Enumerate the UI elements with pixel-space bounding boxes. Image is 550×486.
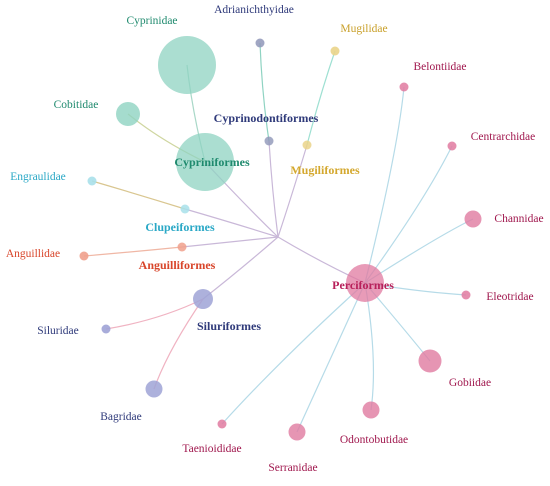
node-perciformes[interactable] (346, 264, 384, 302)
label-cypriniformes: Cypriniformes (174, 155, 250, 169)
label-gobiidae: Gobiidae (449, 377, 491, 389)
node-cobitidae[interactable] (116, 102, 140, 126)
label-anguillidae: Anguillidae (6, 248, 60, 260)
link-perciformes-belontiidae (364, 86, 405, 284)
node-bagridae[interactable] (145, 380, 163, 398)
label-mugilidae: Mugilidae (340, 23, 387, 35)
link-root-mugiliformes (277, 144, 308, 238)
labels: Cypriniformes Cyprinodontiformes Mugilif… (6, 4, 544, 474)
node-mugilidae[interactable] (330, 46, 340, 56)
node-engraulidae[interactable] (87, 176, 97, 186)
label-eleotridae: Eleotridae (486, 291, 533, 303)
link-root-clupeiformes (184, 208, 279, 238)
link-siluriformes-bagridae (153, 298, 204, 390)
label-perciformes: Perciformes (332, 278, 394, 292)
link-clupeiformes-engraulidae (91, 180, 186, 210)
node-belontiidae[interactable] (399, 82, 409, 92)
link-cyprinodontiformes-adrianichthyidae (259, 42, 270, 142)
link-root-anguilliformes (181, 236, 279, 248)
node-anguillidae[interactable] (79, 251, 89, 261)
node-cypriniformes[interactable] (176, 133, 234, 191)
label-centrarchidae: Centrarchidae (471, 131, 536, 143)
label-mugiliformes: Mugiliformes (290, 163, 360, 177)
link-root-cyprinodontiformes (268, 140, 279, 238)
link-anguilliformes-anguillidae (83, 246, 183, 257)
label-channidae: Channidae (494, 213, 543, 225)
label-adrianichthyidae: Adrianichthyidae (214, 4, 294, 16)
label-engraulidae: Engraulidae (10, 171, 66, 183)
link-perciformes-serranidae (296, 282, 366, 433)
links (83, 42, 474, 433)
label-cyprinidae: Cyprinidae (126, 15, 177, 27)
label-siluriformes: Siluriformes (197, 319, 261, 333)
node-cyprinidae[interactable] (158, 36, 216, 94)
node-siluriformes[interactable] (193, 289, 213, 309)
node-taenioididae[interactable] (217, 419, 227, 429)
node-serranidae[interactable] (288, 423, 306, 441)
label-cobitidae: Cobitidae (54, 99, 99, 111)
label-anguilliformes: Anguilliformes (139, 258, 216, 272)
label-bagridae: Bagridae (100, 411, 142, 423)
label-odontobutidae: Odontobutidae (340, 434, 408, 446)
link-siluriformes-siluridae (105, 298, 204, 330)
label-belontiidae: Belontiidae (413, 61, 466, 73)
link-mugiliformes-mugilidae (306, 50, 336, 146)
node-anguilliformes[interactable] (177, 242, 187, 252)
label-clupeiformes: Clupeiformes (145, 220, 215, 234)
link-perciformes-centrarchidae (364, 145, 453, 284)
label-cyprinodontiformes: Cyprinodontiformes (214, 111, 319, 125)
label-siluridae: Siluridae (37, 325, 79, 337)
link-perciformes-channidae (364, 218, 474, 284)
nodes (79, 36, 482, 441)
label-serranidae: Serranidae (268, 462, 317, 474)
link-perciformes-odontobutidae (364, 282, 375, 411)
node-adrianichthyidae[interactable] (255, 38, 265, 48)
node-channidae[interactable] (464, 210, 482, 228)
node-odontobutidae[interactable] (362, 401, 380, 419)
node-clupeiformes[interactable] (180, 204, 190, 214)
node-cyprinodontiformes[interactable] (264, 136, 274, 146)
label-taenioididae: Taenioididae (182, 443, 241, 455)
node-mugiliformes[interactable] (302, 140, 312, 150)
link-perciformes-taenioididae (221, 282, 366, 425)
node-siluridae[interactable] (101, 324, 111, 334)
node-gobiidae[interactable] (418, 349, 442, 373)
node-centrarchidae[interactable] (447, 141, 457, 151)
node-eleotridae[interactable] (461, 290, 471, 300)
